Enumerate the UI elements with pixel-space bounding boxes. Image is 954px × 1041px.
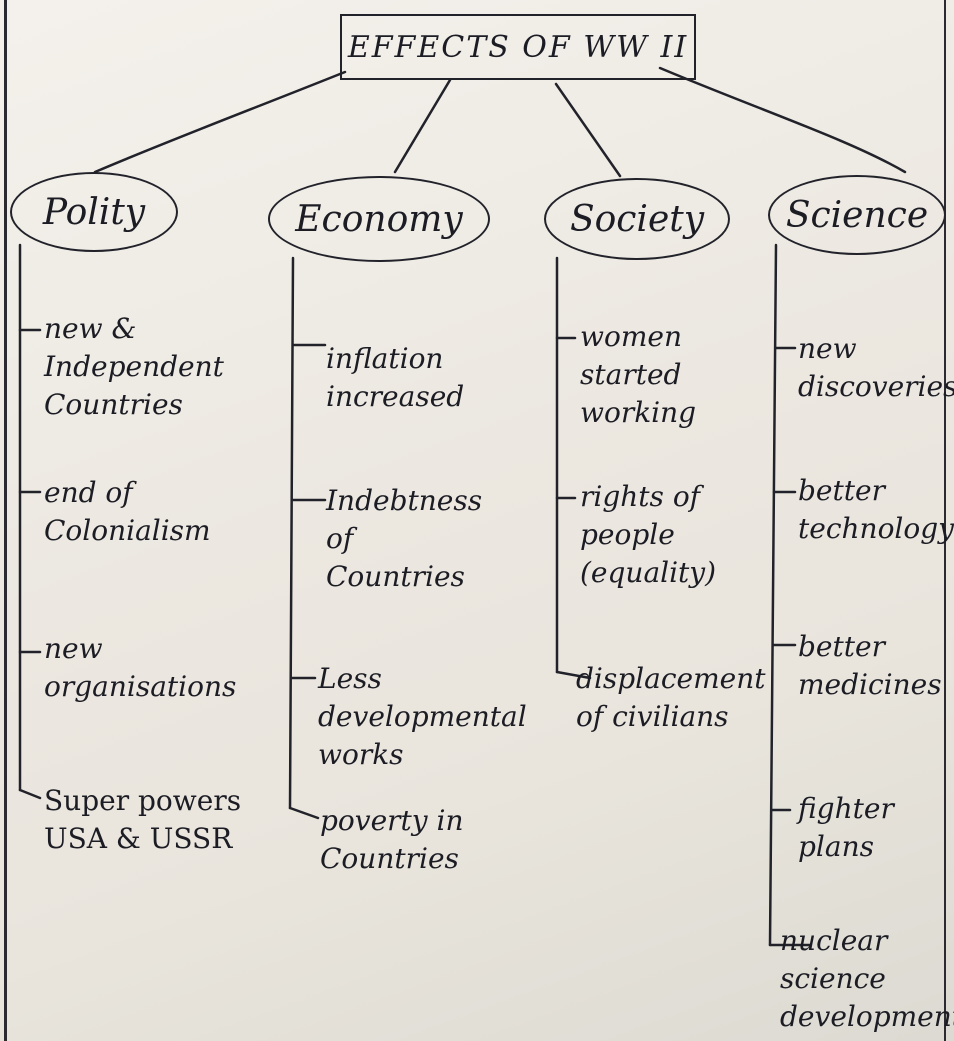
- science-spine: [768, 243, 778, 947]
- polity-item-end-of-colonialism: end of Colonialism: [44, 476, 211, 547]
- category-economy: Economy: [268, 176, 490, 262]
- connector-title-society: [554, 82, 622, 178]
- page-border-left: [4, 0, 7, 1041]
- science-item-nuclear-science: nuclear science development: [780, 924, 954, 1033]
- diagram-title: EFFECTS OF WW II: [340, 14, 696, 80]
- polity-item-new-independent-countries: new & Independent Countries: [44, 312, 224, 421]
- polity-branch-4: [18, 788, 42, 800]
- society-item-women-working: women started working: [580, 320, 697, 429]
- page-border-right: [944, 0, 946, 1041]
- economy-item-inflation: inflation increased: [326, 342, 465, 413]
- category-science: Science: [768, 175, 946, 255]
- economy-item-poverty: poverty in Countries: [320, 804, 464, 875]
- polity-item-new-organisations: new organisations: [44, 632, 237, 703]
- science-item-better-technology: better technology: [798, 474, 954, 545]
- connector-title-economy: [393, 78, 452, 174]
- science-item-new-discoveries: new discoveries: [798, 332, 954, 403]
- society-item-displacement: displacement of civilians: [576, 662, 766, 733]
- economy-branch-4: [288, 806, 320, 820]
- connector-title-science: [658, 66, 907, 174]
- category-society: Society: [544, 178, 730, 260]
- science-item-better-medicines: better medicines: [798, 630, 942, 701]
- polity-item-super-powers: Super powers USA & USSR: [44, 784, 242, 855]
- society-branch-3: [555, 670, 592, 680]
- economy-spine: [288, 256, 295, 810]
- economy-item-indebtness: Indebtness of Countries: [326, 484, 483, 593]
- category-polity: Polity: [10, 172, 178, 252]
- connector-title-polity: [93, 70, 347, 174]
- society-item-rights-equality: rights of people (equality): [580, 480, 717, 589]
- economy-item-less-development: Less developmental works: [318, 662, 527, 771]
- science-item-fighter-plans: fighter plans: [798, 792, 894, 863]
